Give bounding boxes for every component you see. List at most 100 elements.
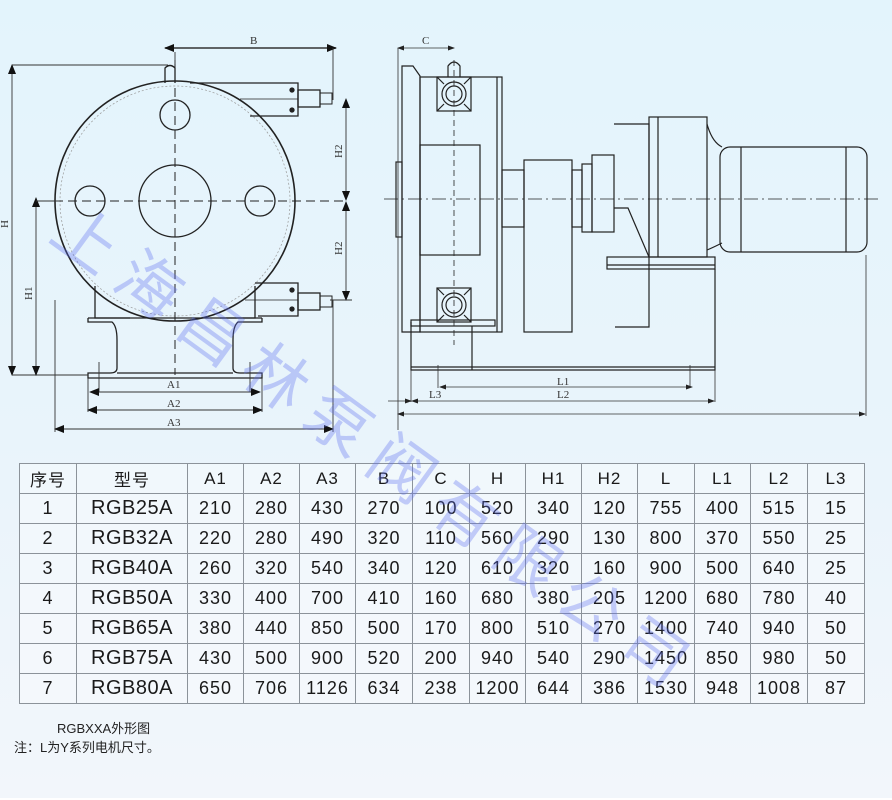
dimension-cell: 386 bbox=[581, 673, 638, 704]
header-h: H bbox=[469, 463, 526, 494]
front-view bbox=[40, 60, 345, 379]
dimension-cell: 87 bbox=[807, 673, 865, 704]
row-index-cell: 1 bbox=[19, 493, 77, 524]
svg-text:L1: L1 bbox=[557, 376, 569, 388]
dimension-cell: 340 bbox=[525, 493, 582, 524]
dimension-cell: 200 bbox=[412, 643, 470, 674]
svg-text:A2: A2 bbox=[167, 398, 180, 410]
table-note: 注：L为Y系列电机尺寸。 bbox=[14, 740, 160, 755]
model-cell: RGB75A bbox=[76, 643, 188, 674]
side-view bbox=[384, 60, 882, 371]
dimension-cell: 500 bbox=[243, 643, 300, 674]
dimension-cell: 850 bbox=[299, 613, 356, 644]
dimension-cell: 540 bbox=[299, 553, 356, 584]
dimension-cell: 800 bbox=[469, 613, 526, 644]
dimension-cell: 700 bbox=[299, 583, 356, 614]
dimension-cell: 120 bbox=[581, 493, 638, 524]
dimension-cell: 1008 bbox=[750, 673, 808, 704]
dimension-cell: 940 bbox=[750, 613, 808, 644]
dimension-cell: 644 bbox=[525, 673, 582, 704]
dimension-cell: 160 bbox=[581, 553, 638, 584]
dimension-cell: 780 bbox=[750, 583, 808, 614]
dimension-cell: 640 bbox=[750, 553, 808, 584]
dimension-cell: 610 bbox=[469, 553, 526, 584]
dimension-cell: 40 bbox=[807, 583, 865, 614]
dimension-cell: 440 bbox=[243, 613, 300, 644]
dimension-cell: 400 bbox=[243, 583, 300, 614]
dimension-cell: 290 bbox=[525, 523, 582, 554]
svg-text:H2: H2 bbox=[333, 145, 345, 158]
svg-text:C: C bbox=[422, 35, 429, 47]
dimension-cell: 50 bbox=[807, 613, 865, 644]
dimension-cell: 1200 bbox=[469, 673, 526, 704]
dimension-cell: 370 bbox=[694, 523, 751, 554]
dimension-cell: 320 bbox=[243, 553, 300, 584]
dimension-cell: 515 bbox=[750, 493, 808, 524]
header-h1: H1 bbox=[525, 463, 582, 494]
dimension-cell: 160 bbox=[412, 583, 470, 614]
dimension-cell: 330 bbox=[187, 583, 244, 614]
dimension-cell: 430 bbox=[299, 493, 356, 524]
bottom-divider bbox=[0, 798, 892, 800]
model-cell: RGB65A bbox=[76, 613, 188, 644]
header-model: 型号 bbox=[76, 463, 188, 494]
model-cell: RGB25A bbox=[76, 493, 188, 524]
dimension-cell: 634 bbox=[355, 673, 413, 704]
dimension-cell: 560 bbox=[469, 523, 526, 554]
model-cell: RGB40A bbox=[76, 553, 188, 584]
dimension-cell: 220 bbox=[187, 523, 244, 554]
dimension-cell: 1530 bbox=[637, 673, 695, 704]
dimension-cell: 120 bbox=[412, 553, 470, 584]
dimension-cell: 850 bbox=[694, 643, 751, 674]
header-a2: A2 bbox=[243, 463, 300, 494]
header-a1: A1 bbox=[187, 463, 244, 494]
header-l3: L3 bbox=[807, 463, 865, 494]
side-dimension-labels: C L1 L2 L3 bbox=[422, 35, 569, 401]
dimension-cell: 490 bbox=[299, 523, 356, 554]
dimension-cell: 380 bbox=[187, 613, 244, 644]
row-index-cell: 7 bbox=[19, 673, 77, 704]
dimension-cell: 430 bbox=[187, 643, 244, 674]
svg-text:L3: L3 bbox=[429, 389, 442, 401]
dimension-cell: 500 bbox=[694, 553, 751, 584]
model-cell: RGB32A bbox=[76, 523, 188, 554]
table-header-row: 序号 型号 A1 A2 A3 B C H H1 H2 L L1 L2 L3 bbox=[19, 463, 865, 494]
dimension-cell: 900 bbox=[637, 553, 695, 584]
dimension-cell: 270 bbox=[581, 613, 638, 644]
dimension-cell: 980 bbox=[750, 643, 808, 674]
side-dimensions bbox=[388, 45, 867, 430]
dimension-cell: 270 bbox=[355, 493, 413, 524]
dimension-cell: 1200 bbox=[637, 583, 695, 614]
front-dimensions bbox=[8, 44, 352, 433]
dimension-cell: 540 bbox=[525, 643, 582, 674]
svg-text:L2: L2 bbox=[557, 389, 569, 401]
header-b: B bbox=[355, 463, 413, 494]
dimension-cell: 680 bbox=[469, 583, 526, 614]
dimension-cell: 706 bbox=[243, 673, 300, 704]
dimension-cell: 100 bbox=[412, 493, 470, 524]
dimension-cell: 680 bbox=[694, 583, 751, 614]
model-cell: RGB80A bbox=[76, 673, 188, 704]
header-l2: L2 bbox=[750, 463, 808, 494]
dimension-cell: 290 bbox=[581, 643, 638, 674]
dimension-cell: 1450 bbox=[637, 643, 695, 674]
header-a3: A3 bbox=[299, 463, 356, 494]
header-h2: H2 bbox=[581, 463, 638, 494]
dimension-cell: 15 bbox=[807, 493, 865, 524]
dimension-cell: 410 bbox=[355, 583, 413, 614]
front-dimension-labels: B H H1 H2 H2 A1 A2 A3 bbox=[0, 35, 345, 429]
svg-text:A1: A1 bbox=[167, 379, 180, 391]
dimension-cell: 210 bbox=[187, 493, 244, 524]
dimension-cell: 740 bbox=[694, 613, 751, 644]
dimension-cell: 500 bbox=[355, 613, 413, 644]
header-l1: L1 bbox=[694, 463, 751, 494]
dimension-cell: 50 bbox=[807, 643, 865, 674]
